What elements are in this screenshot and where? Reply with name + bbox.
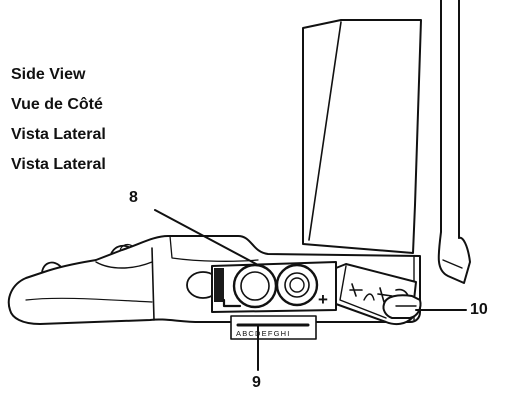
lid-panel (302, 19, 422, 254)
title-french: Vue de Côté (11, 96, 103, 113)
battery-right (275, 263, 319, 307)
antenna (437, 0, 471, 284)
callout-8: 8 (129, 189, 138, 206)
title-english: Side View (11, 66, 86, 83)
battery-compartment: + (211, 261, 337, 313)
title-spanish: Vista Lateral (11, 126, 106, 143)
leader-8 (154, 209, 259, 266)
battery-door (335, 263, 422, 326)
polarity-plus: + (318, 290, 328, 309)
callout-10: 10 (470, 301, 488, 318)
callout-9: 9 (252, 374, 261, 391)
title-portuguese: Vista Lateral (11, 156, 106, 173)
negative-terminal (214, 268, 224, 302)
scale-letters: ABCDEFGHI (236, 329, 291, 338)
leader-lines (154, 209, 467, 371)
tuning-scale: ABCDEFGHI (230, 315, 317, 340)
